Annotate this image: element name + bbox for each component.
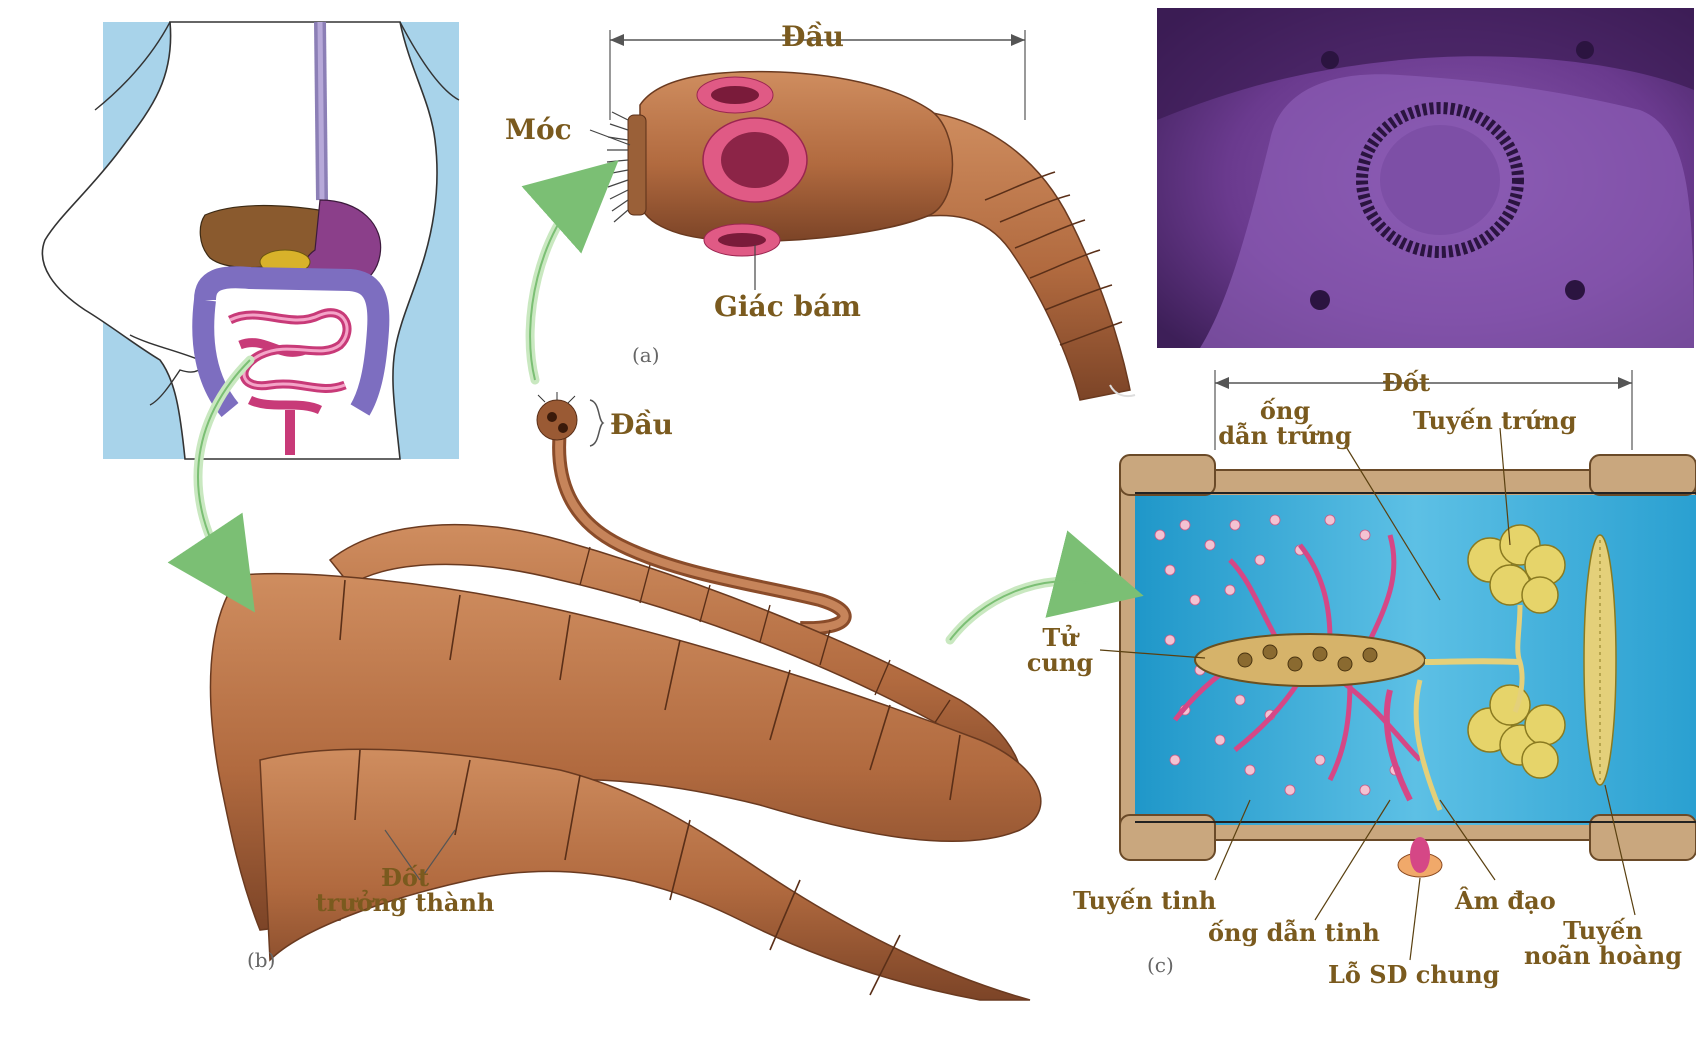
label-vitelline-line2: noãn hoàng [1510,943,1696,968]
label-uterus: Tử cung [1020,625,1100,675]
label-segment-mature-line1: Đốt [305,865,505,890]
label-vagina: Âm đạo [1455,888,1556,913]
label-vas-deferens: ống dẫn tinh [1208,920,1380,945]
label-hooks: Móc [505,115,572,144]
segment-anatomy-panel [1100,370,1696,960]
panel-c-label: (c) [1147,955,1174,976]
label-uterus-line2: cung [1020,650,1100,675]
label-oviduct-line1: ống [1205,398,1365,423]
sem-photo-panel [1157,8,1694,348]
label-suckers: Giác bám [714,292,861,321]
label-genital-pore: Lỗ SD chung [1328,962,1499,987]
label-uterus-line1: Tử [1020,625,1100,650]
label-oviduct: ống dẫn trứng [1205,398,1365,448]
label-testis: Tuyến tinh [1073,888,1216,913]
label-ovary: Tuyến trứng [1413,408,1577,433]
label-vitelline-line1: Tuyến [1510,918,1696,943]
label-segment: Đốt [1382,370,1430,395]
label-head-top: Đầu [781,22,844,51]
panel-a-label: (a) [632,345,660,366]
label-segment-mature: Đốt trưởng thành [305,865,505,915]
panel-b-label: (b) [247,950,275,971]
head-closeup-panel [590,30,1135,400]
label-vitelline: Tuyến noãn hoàng [1510,918,1696,968]
label-head-small: Đầu [610,410,673,439]
label-oviduct-line2: dẫn trứng [1205,423,1365,448]
label-segment-mature-line2: trưởng thành [305,890,505,915]
human-body-panel [42,22,459,459]
